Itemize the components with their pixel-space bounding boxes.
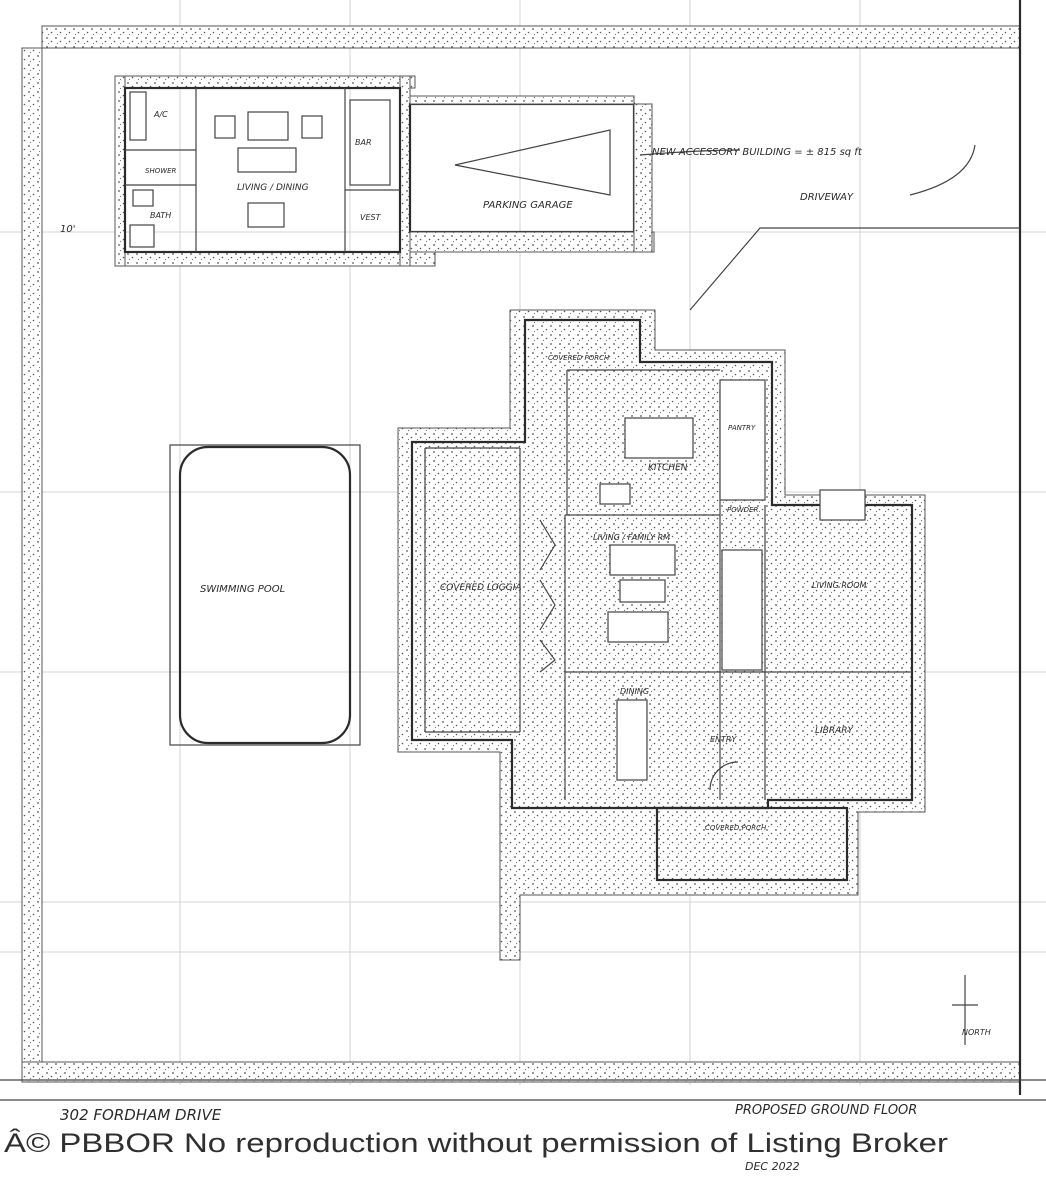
setback-dimension-label: 10'	[60, 224, 75, 235]
driveway-edge	[689, 227, 1020, 311]
room-label-a-c: A/C	[153, 110, 168, 119]
accessory-building	[114, 75, 655, 267]
sheet-date: DEC 2022	[745, 1160, 800, 1173]
copyright-watermark: Â© PBBOR No reproduction without permiss…	[4, 1128, 948, 1158]
main-house	[397, 309, 926, 961]
room-label-pantry: PANTRY	[728, 424, 756, 432]
room-label-parking-garage: PARKING GARAGE	[483, 200, 573, 211]
property-boundary	[0, 0, 1046, 1101]
accessory-building-note: NEW ACCESSORY BUILDING = ± 815 sq ft	[652, 147, 863, 158]
room-label-shower: SHOWER	[145, 167, 177, 175]
north-label: NORTH	[962, 1028, 991, 1037]
room-label-living-room: LIVING ROOM	[812, 581, 867, 590]
room-label-covered-loggia: COVERED LOGGIA	[440, 583, 522, 593]
room-label-library: LIBRARY	[815, 726, 855, 736]
room-label-kitchen: KITCHEN	[648, 463, 688, 473]
swimming-pool-shape	[178, 445, 352, 745]
room-label-powder: POWDER	[727, 506, 758, 514]
room-label-dining: DINING	[620, 687, 649, 696]
room-label-bar: BAR	[355, 138, 372, 147]
driveway-arrow	[909, 144, 976, 196]
address-label: 302 FORDHAM DRIVE	[60, 1106, 222, 1124]
sheet-title: PROPOSED GROUND FLOOR	[735, 1103, 917, 1118]
north-arrow	[952, 975, 978, 1045]
room-label-living-dining-accessory: LIVING / DINING	[237, 183, 309, 193]
room-label-covered-porch-rear: COVERED PORCH	[548, 354, 610, 362]
pool-deck-outline	[169, 444, 361, 746]
room-label-swimming-pool: SWIMMING POOL	[200, 584, 285, 595]
driveway-label: DRIVEWAY	[800, 192, 854, 203]
room-label-entry: ENTRY	[710, 735, 737, 744]
room-label-covered-porch-front: COVERED PORCH	[705, 824, 767, 832]
room-label-bath: BATH	[150, 211, 171, 220]
room-label-living-family: LIVING / FAMILY RM	[593, 533, 670, 542]
accessory-leader-line	[639, 149, 741, 156]
room-label-vest: VEST	[360, 213, 382, 222]
